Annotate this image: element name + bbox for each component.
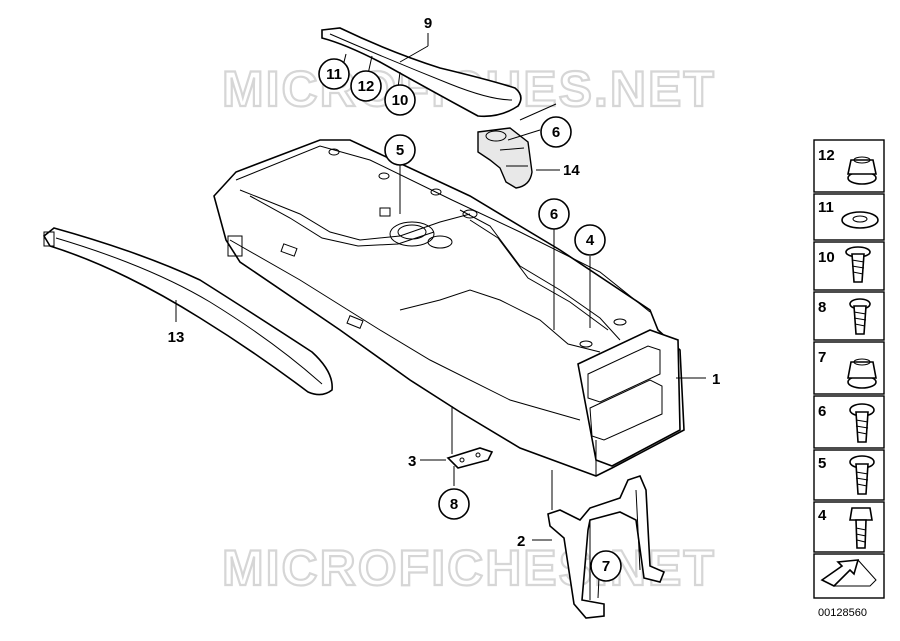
direction-arrow-box — [813, 553, 885, 599]
callout-6-upper[interactable]: 6 — [540, 116, 572, 148]
callout-14[interactable]: 14 — [563, 162, 580, 179]
callout-12[interactable]: 12 — [350, 70, 382, 102]
svg-text:11: 11 — [326, 66, 342, 83]
collar-screw-icon — [849, 403, 875, 443]
svg-text:6: 6 — [550, 206, 558, 223]
fastener-legend: 12 11 10 — [813, 139, 885, 619]
svg-text:7: 7 — [818, 349, 826, 366]
svg-text:6: 6 — [818, 403, 826, 420]
svg-text:11: 11 — [818, 199, 834, 216]
part-13-side-trim[interactable] — [42, 227, 333, 396]
legend-row-7[interactable]: 7 — [813, 341, 885, 395]
legend-row-4[interactable]: 4 — [813, 501, 885, 553]
callout-13[interactable]: 13 — [168, 329, 185, 346]
washer-icon — [841, 211, 879, 229]
callout-1[interactable]: 1 — [712, 371, 720, 388]
part-1-console-body[interactable] — [213, 139, 685, 477]
flange-screw-icon — [845, 246, 871, 283]
flange-nut-icon — [847, 156, 877, 185]
hex-nut-icon — [847, 358, 877, 389]
callout-6-lower[interactable]: 6 — [538, 198, 570, 230]
callout-5[interactable]: 5 — [384, 134, 416, 166]
legend-row-10[interactable]: 10 — [813, 241, 885, 291]
svg-text:5: 5 — [818, 455, 826, 472]
svg-text:12: 12 — [358, 78, 375, 95]
svg-text:8: 8 — [818, 299, 826, 316]
callout-9[interactable]: 9 — [424, 15, 432, 32]
legend-row-8[interactable]: 8 — [813, 291, 885, 341]
legend-row-6[interactable]: 6 — [813, 395, 885, 449]
part-9-cover-strip[interactable] — [321, 27, 522, 118]
callout-10[interactable]: 10 — [384, 84, 416, 116]
svg-text:5: 5 — [396, 142, 404, 159]
part-14-insert[interactable] — [477, 127, 533, 189]
direction-arrow-icon — [820, 559, 860, 587]
callout-11[interactable]: 11 — [318, 58, 350, 90]
legend-row-11[interactable]: 11 — [813, 193, 885, 241]
svg-text:12: 12 — [818, 147, 835, 164]
svg-text:10: 10 — [818, 249, 835, 266]
screw-icon — [849, 298, 871, 335]
svg-text:6: 6 — [552, 124, 560, 141]
watermark-bottom: MICROFICHES.NET — [222, 540, 716, 596]
svg-text:10: 10 — [392, 92, 409, 109]
svg-text:4: 4 — [586, 232, 595, 249]
legend-row-12[interactable]: 12 — [813, 139, 885, 193]
svg-text:4: 4 — [818, 507, 827, 524]
svg-text:7: 7 — [602, 558, 610, 575]
collar-screw-icon — [849, 455, 875, 495]
diagram-id: 00128560 — [818, 607, 867, 619]
legend-row-5[interactable]: 5 — [813, 449, 885, 501]
part-3-bracket[interactable] — [446, 447, 494, 469]
part-2-support-bracket[interactable] — [547, 475, 666, 619]
callout-4[interactable]: 4 — [574, 224, 606, 256]
svg-text:8: 8 — [450, 496, 458, 513]
callout-8[interactable]: 8 — [438, 488, 470, 520]
hex-bolt-icon — [849, 507, 873, 549]
callout-2[interactable]: 2 — [517, 533, 525, 550]
callout-7[interactable]: 7 — [590, 550, 622, 582]
callout-3[interactable]: 3 — [408, 453, 416, 470]
